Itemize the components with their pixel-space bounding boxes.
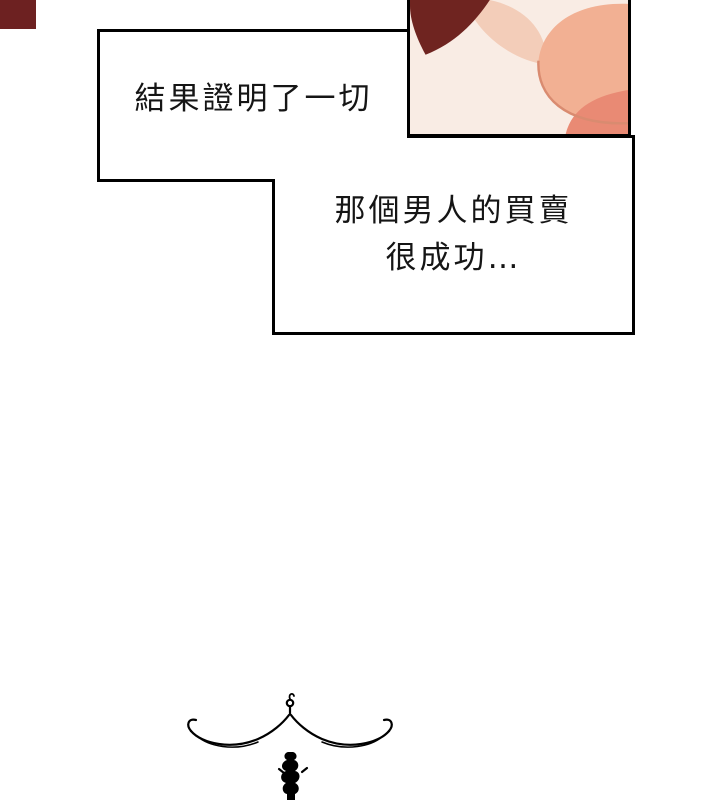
- caption-join-patch: [272, 135, 407, 179]
- cropped-figure-artwork: [410, 0, 628, 134]
- temple-roof-drawing: [150, 690, 440, 800]
- caption-1-text: 結果證明了一切: [134, 81, 373, 117]
- temple-roof-line-art: [187, 692, 393, 800]
- corner-block-fill: [0, 0, 36, 29]
- caption-2-line-2: 很成功…: [385, 240, 522, 276]
- roof-hanging-ornament: [281, 752, 300, 800]
- caption-2-line-1: 那個男人的買賣: [334, 193, 573, 229]
- top-artwork-panel: [407, 0, 631, 137]
- caption-box-2: 那個男人的買賣 很成功…: [272, 135, 635, 335]
- corner-color-block: [0, 0, 36, 29]
